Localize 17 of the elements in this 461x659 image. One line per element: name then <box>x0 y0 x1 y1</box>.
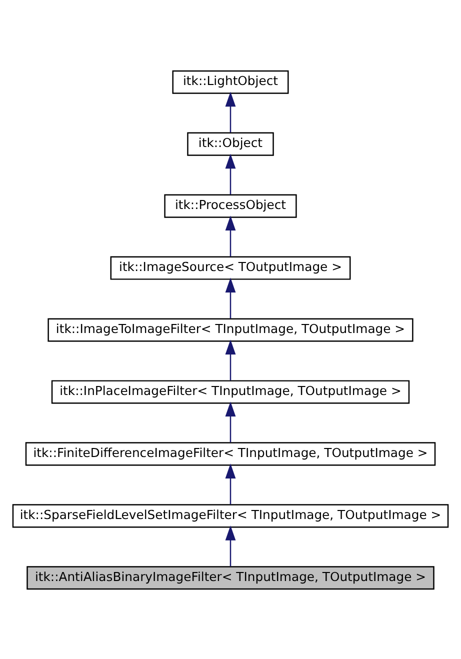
arrow <box>225 401 236 442</box>
arrow <box>225 463 236 504</box>
arrow <box>225 153 236 194</box>
node-box: itk::FiniteDifferenceImageFilter< TInputImage, TOutputImage > <box>25 442 436 466</box>
node-box: itk::InPlaceImageFilter< TInputImage, TOutputImage > <box>51 380 410 404</box>
node-box: itk::LightObject <box>172 70 289 94</box>
node-box: itk::ProcessObject <box>164 194 297 218</box>
node-box: itk::SparseFieldLevelSetImageFilter< TInputImage, TOutputImage > <box>12 504 449 528</box>
arrow <box>225 525 236 566</box>
arrow <box>225 277 236 318</box>
arrow <box>225 215 236 256</box>
node-box: itk::AntiAliasBinaryImageFilter< TInputImage, TOutputImage > <box>26 566 434 590</box>
arrow <box>225 91 236 132</box>
node-box: itk::ImageToImageFilter< TInputImage, TOutputImage > <box>48 318 414 342</box>
arrow <box>225 339 236 380</box>
node-box: itk::Object <box>187 132 274 156</box>
node-box: itk::ImageSource< TOutputImage > <box>110 256 351 280</box>
